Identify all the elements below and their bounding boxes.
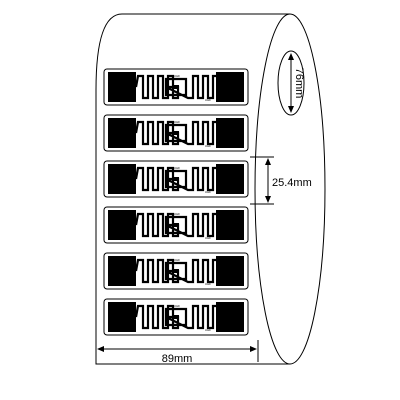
roll-front-edge	[254, 13, 291, 365]
antenna-pad-right	[216, 210, 244, 240]
pitch-arrow-top	[265, 158, 271, 165]
antenna-pad-left	[108, 302, 136, 332]
antenna-trace	[134, 258, 220, 284]
antenna-pad-right	[216, 256, 244, 286]
core-dim-arrow-bottom	[288, 106, 294, 113]
rfid-label: UHF UHF	[103, 114, 249, 152]
inlay-text-small: UHF	[205, 98, 211, 102]
rfid-chip	[174, 85, 179, 89]
label-strip: UHF UHF UHF UHF UHF UHF UHF UHF UHF UHF UHF UHF	[103, 68, 249, 336]
rfid-chip	[174, 315, 179, 319]
width-label: 89mm	[162, 353, 193, 365]
inlay-text: UHF	[174, 304, 180, 308]
antenna-pad-right	[216, 118, 244, 148]
inlay-text-small: UHF	[205, 236, 211, 240]
inlay-text: UHF	[174, 258, 180, 262]
width-dimension	[95, 330, 259, 362]
rfid-chip	[174, 269, 179, 273]
rfid-chip	[174, 131, 179, 135]
pitch-arrow-bottom	[265, 196, 271, 203]
width-arrow-left	[97, 346, 104, 352]
antenna-pad-left	[108, 72, 136, 102]
antenna-pad-right	[216, 72, 244, 102]
core-dim-arrow-top	[288, 53, 294, 60]
rfid-label: UHF UHF	[103, 68, 249, 106]
pitch-label: 25.4mm	[272, 177, 312, 189]
inlay-text-small: UHF	[205, 328, 211, 332]
antenna-trace	[134, 212, 220, 238]
rfid-chip	[174, 223, 179, 227]
antenna-trace	[134, 74, 220, 100]
rfid-label: UHF UHF	[103, 160, 249, 198]
inlay-text-small: UHF	[205, 282, 211, 286]
antenna-pad-left	[108, 118, 136, 148]
rfid-chip	[174, 177, 179, 181]
antenna-trace	[134, 120, 220, 146]
roll-core: 76mm	[277, 50, 305, 116]
inlay-text: UHF	[174, 166, 180, 170]
inlay-text-small: UHF	[205, 190, 211, 194]
rfid-label: UHF UHF	[103, 252, 249, 290]
inlay-text: UHF	[174, 212, 180, 216]
rfid-label: UHF UHF	[103, 298, 249, 336]
rfid-label: UHF UHF	[103, 206, 249, 244]
antenna-pad-left	[108, 210, 136, 240]
antenna-pad-right	[216, 164, 244, 194]
antenna-trace	[134, 166, 220, 192]
width-arrow-right	[250, 346, 257, 352]
antenna-trace	[134, 304, 220, 330]
inlay-text: UHF	[174, 120, 180, 124]
inlay-text: UHF	[174, 74, 180, 78]
antenna-pad-left	[108, 164, 136, 194]
antenna-pad-right	[216, 302, 244, 332]
antenna-pad-left	[108, 256, 136, 286]
core-diameter-label: 76mm	[293, 68, 305, 99]
inlay-text-small: UHF	[205, 144, 211, 148]
pitch-dimension	[250, 156, 274, 205]
